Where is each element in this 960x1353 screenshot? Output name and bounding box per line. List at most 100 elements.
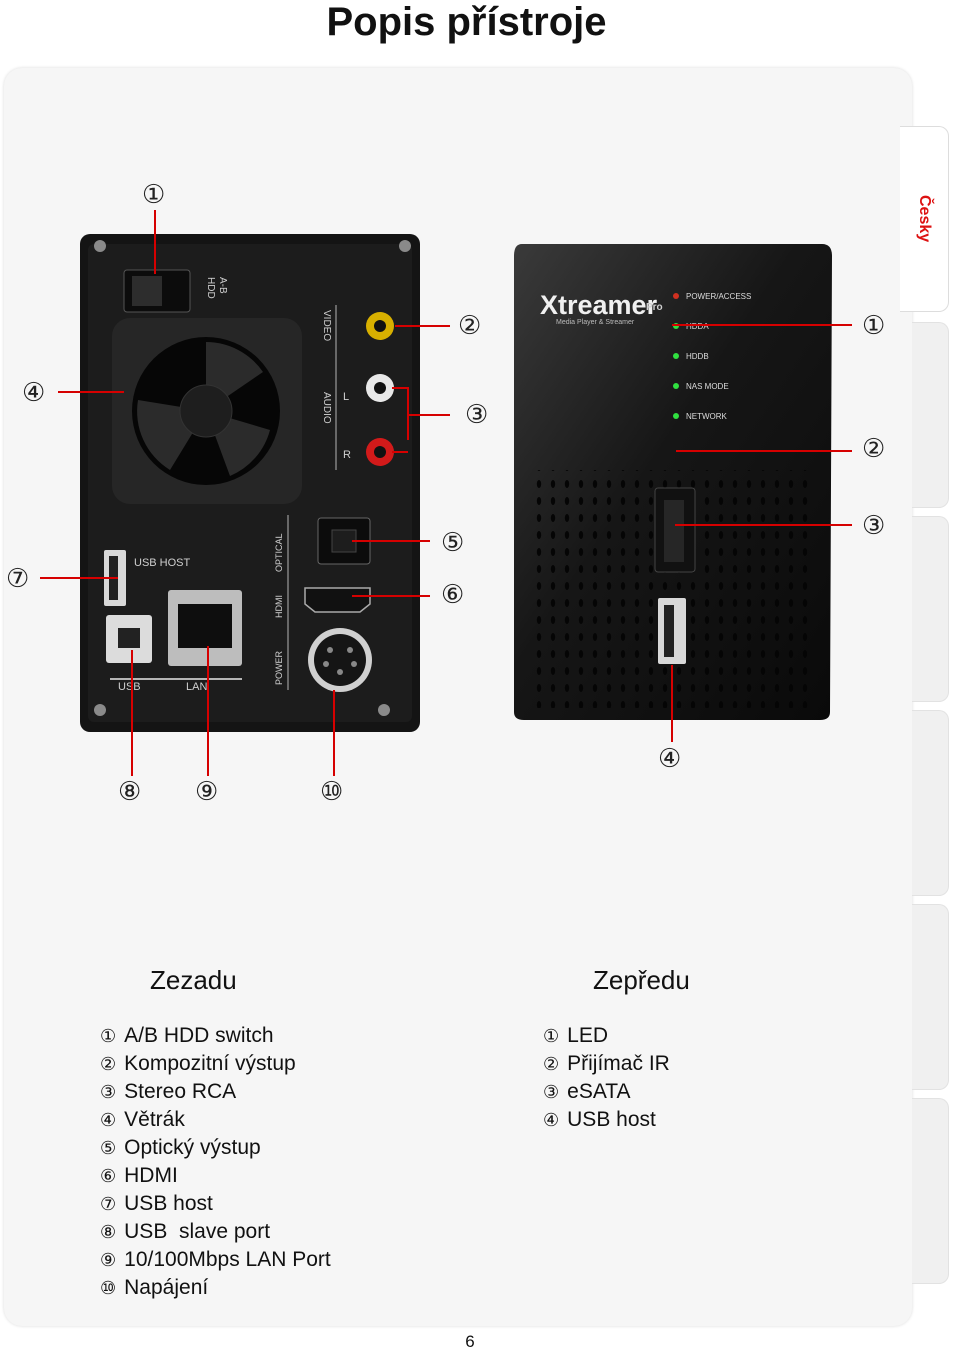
legend-item-number: ② <box>100 1054 117 1075</box>
legend-item-label: Přijímač IR <box>567 1052 670 1075</box>
callout-back-4: ④ <box>22 378 46 408</box>
legend-item: ④ Větrák <box>100 1106 331 1134</box>
side-tab-cesky[interactable]: Česky <box>900 126 949 312</box>
legend-item: ② Kompozitní výstup <box>100 1050 331 1078</box>
legend-item: ③ Stereo RCA <box>100 1078 331 1106</box>
leader-lines <box>40 210 852 776</box>
label-optical: OPTICAL <box>274 533 284 572</box>
legend-item-number: ④ <box>100 1110 117 1131</box>
legend-item-number: ⑩ <box>100 1278 117 1299</box>
callout-back-10: ⑩ <box>320 777 344 807</box>
side-tab[interactable] <box>912 710 949 896</box>
side-tab[interactable] <box>912 322 949 508</box>
legend-item-label: 10/100Mbps LAN Port <box>124 1248 331 1271</box>
brand-tagline: Media Player & Streamer <box>556 319 635 326</box>
page-number: 6 <box>465 1332 475 1351</box>
front-panel: Xtreamer Pro Media Player & Streamer POW… <box>514 244 832 720</box>
legend-item: ① LED <box>543 1022 670 1050</box>
side-tab[interactable] <box>912 516 949 702</box>
callout-back-8: ⑧ <box>118 777 142 807</box>
legend-item-number: ① <box>100 1026 117 1047</box>
legend-item-number: ⑨ <box>100 1250 117 1271</box>
back-panel: HDD A-B VIDEO AUDIO L R OPTICAL HDMI POW… <box>80 234 420 732</box>
led-nas <box>673 383 679 389</box>
callout-back-9: ⑨ <box>195 777 219 807</box>
label-power: POWER <box>274 650 284 685</box>
label-ab: A-B <box>217 277 228 294</box>
legend-heading-front: Zepředu <box>593 965 690 995</box>
label-l: L <box>343 391 349 403</box>
legend-item-label: USB host <box>567 1108 656 1131</box>
legend-back-list: ① A/B HDD switch ② Kompozitní výstup ③ Stereo… <box>100 1022 331 1302</box>
side-tab[interactable] <box>912 1098 949 1284</box>
label-lan: LAN <box>186 681 207 693</box>
legend-front-list: ① LED ② Přijímač IR ③ eSATA ④ USB host <box>543 1022 670 1134</box>
legend-item: ④ USB host <box>543 1106 670 1134</box>
label-video: VIDEO <box>321 310 332 341</box>
callout-front-2: ② <box>862 434 886 464</box>
legend-item: ⑩ Napájení <box>100 1274 331 1302</box>
screw <box>378 704 390 716</box>
label-audio: AUDIO <box>321 392 332 424</box>
callout-back-1: ① <box>142 180 166 210</box>
led-label: HDDB <box>686 352 709 361</box>
legend-item-label: Větrák <box>124 1108 185 1131</box>
side-tab-label: Česky <box>916 195 933 243</box>
callout-front-4: ④ <box>658 744 682 774</box>
led-network <box>673 413 679 419</box>
side-tab[interactable] <box>912 904 949 1090</box>
callout-back-3: ③ <box>465 400 489 430</box>
legend-heading-back: Zezadu <box>150 965 237 995</box>
legend-item: ⑤ Optický výstup <box>100 1134 331 1162</box>
hdmi-port <box>304 587 371 613</box>
brand-logo: Xtreamer <box>540 290 658 320</box>
legend-item: ⑦ USB host <box>100 1190 331 1218</box>
legend-item: ② Přijímač IR <box>543 1050 670 1078</box>
callout-back-5: ⑤ <box>441 528 465 558</box>
legend-item-number: ③ <box>543 1082 560 1103</box>
legend-item: ① A/B HDD switch <box>100 1022 331 1050</box>
callout-front-1: ① <box>862 311 886 341</box>
label-r: R <box>343 449 351 461</box>
led-label: HDDA <box>686 322 709 331</box>
callout-front-3: ③ <box>862 511 886 541</box>
legend-item-number: ④ <box>543 1110 560 1131</box>
legend-item-label: Optický výstup <box>124 1136 261 1159</box>
led-label: NAS MODE <box>686 382 729 391</box>
led-label: NETWORK <box>686 412 728 421</box>
label-usb-host: USB HOST <box>134 557 191 569</box>
led-hddb <box>673 353 679 359</box>
label-hdd: HDD <box>205 277 216 299</box>
legend-item-number: ⑦ <box>100 1194 117 1215</box>
legend-item-number: ③ <box>100 1082 117 1103</box>
legend-item-number: ② <box>543 1054 560 1075</box>
led-power <box>673 293 679 299</box>
legend-item-label: Kompozitní výstup <box>124 1052 296 1075</box>
label-hdmi: HDMI <box>274 595 284 618</box>
device-figure: HDD A-B VIDEO AUDIO L R OPTICAL HDMI POW… <box>40 210 852 776</box>
legend-item-number: ⑧ <box>100 1222 117 1243</box>
callout-back-7: ⑦ <box>6 564 30 594</box>
label-usb: USB <box>118 681 141 693</box>
legend-item-number: ① <box>543 1026 560 1047</box>
callout-back-2: ② <box>458 311 482 341</box>
legend-item: ③ eSATA <box>543 1078 670 1106</box>
led-label: POWER/ACCESS <box>686 292 751 301</box>
legend-item: ⑨ 10/100Mbps LAN Port <box>100 1246 331 1274</box>
legend-item-number: ⑥ <box>100 1166 117 1187</box>
legend-item-label: USB slave port <box>124 1220 271 1243</box>
legend-item-label: Napájení <box>124 1276 209 1299</box>
legend-item: ⑧ USB slave port <box>100 1218 331 1246</box>
screw <box>94 704 106 716</box>
brand-suffix: Pro <box>646 302 663 313</box>
legend-item-label: eSATA <box>567 1080 631 1103</box>
legend-item-label: A/B HDD switch <box>124 1024 274 1047</box>
legend-item-label: Stereo RCA <box>124 1080 237 1103</box>
legend-item-label: USB host <box>124 1192 213 1215</box>
callout-back-6: ⑥ <box>441 580 465 610</box>
legend-item-label: LED <box>567 1024 608 1047</box>
screw <box>399 240 411 252</box>
page-title: Popis přístroje <box>326 0 607 44</box>
screw <box>94 240 106 252</box>
legend-item-number: ⑤ <box>100 1138 117 1159</box>
